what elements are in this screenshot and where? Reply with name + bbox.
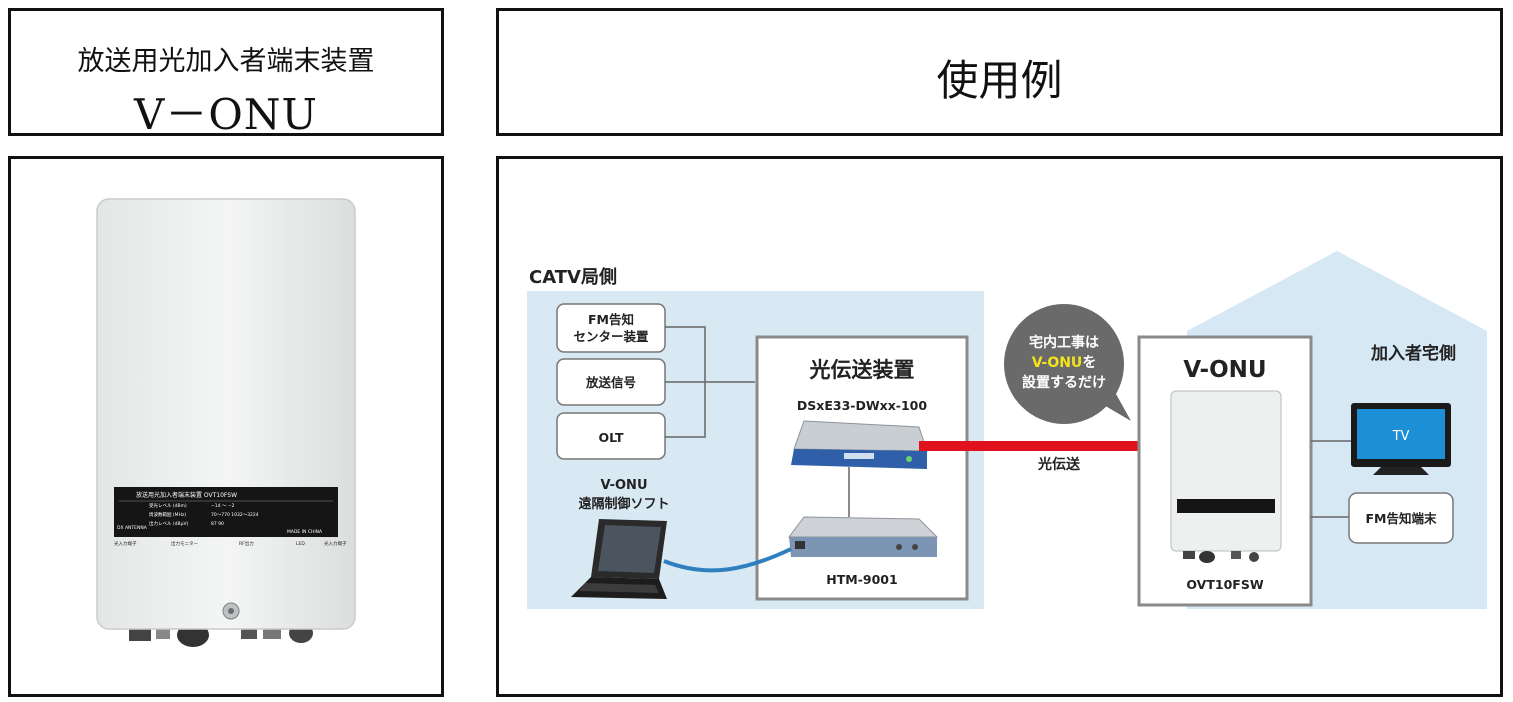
usage-diagram-panel: CATV局側 加入者宅側 FM告知 センター装置 放送信号 OLT 光伝送装置 …: [496, 156, 1503, 697]
source-label-fm-line1: FM告知: [588, 312, 634, 327]
port-label: 光入力端子: [114, 540, 137, 547]
usage-title: 使用例: [936, 56, 1063, 105]
tv-label: TV: [1392, 429, 1410, 444]
control-cable: [663, 547, 792, 573]
port-label: 光入力端子: [324, 540, 347, 547]
product-title-line2: V－ONU: [134, 90, 318, 139]
bubble-line2: V-ONUを: [1032, 355, 1097, 371]
port-label: RF出力: [239, 540, 254, 547]
software-label-line1: V-ONU: [601, 478, 648, 493]
source-label-fm-line2: センター装置: [573, 329, 649, 344]
transmitter-device: [791, 420, 928, 469]
home-label: 加入者宅側: [1370, 343, 1456, 364]
product-title-box: 放送用光加入者端末装置 V－ONU: [8, 8, 444, 139]
port-label: 出力モニター: [171, 540, 198, 547]
output-lines: [1311, 440, 1351, 518]
device-label-row: 周波数範囲 (MHz): [149, 511, 186, 518]
fm-terminal-box: [1348, 492, 1454, 544]
usage-diagram: CATV局側 加入者宅側 FM告知 センター装置 放送信号 OLT 光伝送装置 …: [527, 251, 1487, 609]
device-case: [96, 198, 356, 630]
device-label-title: 放送用光加入者端末装置 OVT10FSW: [136, 491, 237, 499]
source-label-broadcast: 放送信号: [585, 375, 636, 390]
device-label-row-value: 87 90: [211, 521, 224, 527]
fiber-link: [919, 441, 1169, 451]
product-photo-panel: 放送用光加入者端末装置 OVT10FSW DX ANTENNA MADE IN …: [8, 156, 444, 697]
vonu-device: [1170, 390, 1282, 563]
software-label-line2: 遠隔制御ソフト: [578, 496, 669, 512]
source-lines: [665, 326, 755, 438]
tv-icon: [1351, 403, 1451, 475]
device-label-row-value: −14 〜 −2: [211, 503, 235, 509]
usage-title-box: 使用例: [496, 8, 1503, 136]
device-label-plate: [114, 487, 338, 537]
device-label-row: 受光レベル (dBm): [149, 502, 187, 509]
bubble-line2-suffix: を: [1082, 355, 1096, 371]
vonu-model: OVT10FSW: [1186, 577, 1263, 592]
source-box-fm: [556, 303, 666, 353]
control-device: [788, 516, 939, 557]
bubble-line3: 設置するだけ: [1022, 374, 1106, 391]
product-photo: 放送用光加入者端末装置 OVT10FSW DX ANTENNA MADE IN …: [96, 198, 356, 647]
bubble-line1: 宅内工事は: [1029, 334, 1099, 351]
device-label-row: 出力レベル (dBμV): [149, 520, 189, 527]
source-box-olt: [556, 412, 666, 460]
transmitter-model: DSxE33-DWxx-100: [797, 398, 927, 413]
fiber-link-label: 光伝送: [1037, 456, 1081, 473]
port-label: LED: [296, 541, 305, 547]
source-label-olt: OLT: [598, 430, 624, 445]
fm-terminal-label: FM告知端末: [1366, 511, 1437, 526]
device-label-brand: DX ANTENNA: [117, 525, 148, 531]
product-title-line1: 放送用光加入者端末装置: [77, 46, 375, 77]
source-boxes: FM告知 センター装置 放送信号 OLT: [556, 303, 666, 460]
device-label-row-value: 70〜770 1032〜3224: [211, 512, 259, 518]
control-device-model: HTM-9001: [826, 572, 897, 587]
laptop-icon: [571, 519, 667, 599]
bubble-highlight: V-ONU: [1032, 355, 1083, 371]
device-label-madein: MADE IN CHINA: [287, 529, 323, 535]
vonu-title: V-ONU: [1183, 357, 1266, 383]
speech-bubble: 宅内工事は V-ONUを 設置するだけ: [1004, 304, 1131, 424]
transmitter-title: 光伝送装置: [809, 358, 915, 382]
catv-label: CATV局側: [529, 266, 617, 288]
